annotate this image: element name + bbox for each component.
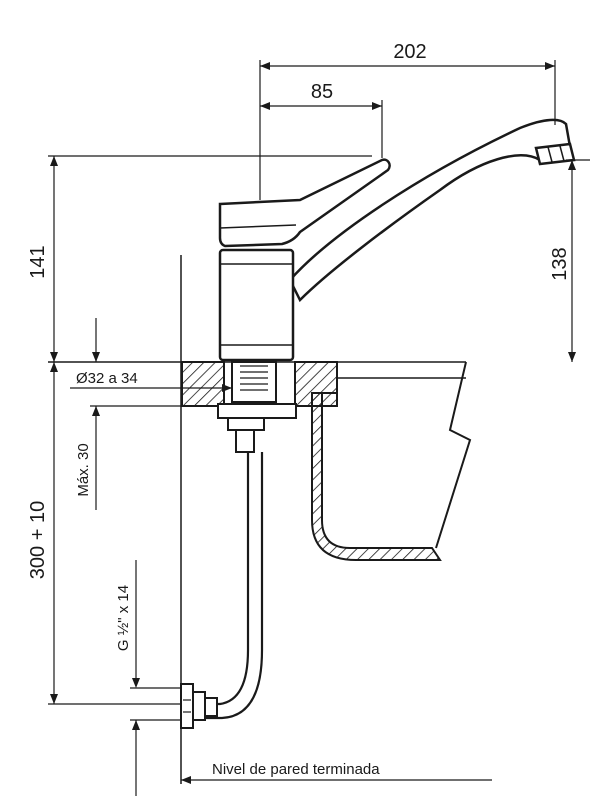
dimension-141: 141 xyxy=(27,155,372,362)
dimension-85: 85 xyxy=(260,81,383,158)
faucet-body xyxy=(218,118,576,362)
dim-label-141: 141 xyxy=(27,245,49,278)
wall-connection xyxy=(180,683,218,729)
dim-label-202: 202 xyxy=(393,41,426,63)
dimension-202: 202 xyxy=(259,41,556,200)
wall-level-label: Nivel de pared terminada xyxy=(212,761,380,778)
dim-label-138: 138 xyxy=(549,247,571,280)
dim-label-supply-height: 300 + 10 xyxy=(27,501,49,579)
dim-label-hole-diameter: Ø32 a 34 xyxy=(76,370,138,387)
dim-label-thread: G ½" x 14 xyxy=(115,585,132,651)
dimension-hole-diameter: Ø32 a 34 xyxy=(70,370,232,392)
wall-level-callout: Nivel de pared terminada xyxy=(181,761,492,784)
dim-label-max-thickness: Máx. 30 xyxy=(75,443,92,496)
dimension-max-thickness: Máx. 30 xyxy=(75,318,218,510)
dimension-138: 138 xyxy=(549,159,590,362)
sink-basin xyxy=(311,361,472,561)
fixing-assembly xyxy=(217,361,297,453)
dim-label-85: 85 xyxy=(311,81,333,103)
supply-hose xyxy=(200,452,264,720)
dimension-thread: G ½" x 14 xyxy=(115,560,181,796)
dimension-supply-height: 300 + 10 xyxy=(27,362,181,705)
